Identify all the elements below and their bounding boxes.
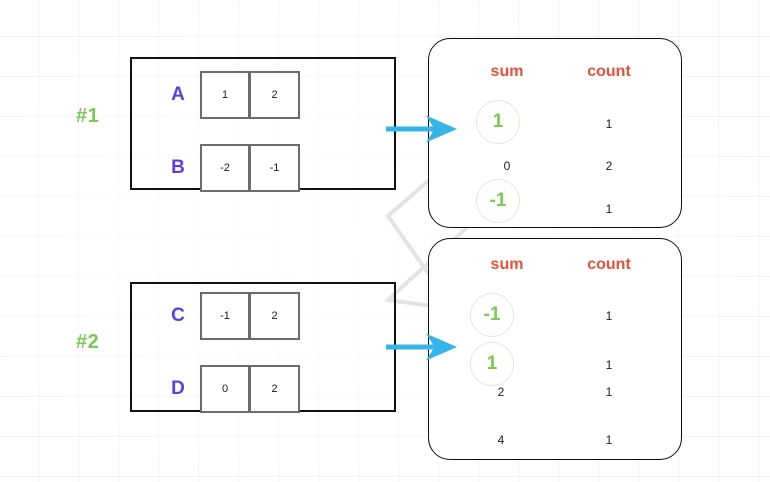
arrows-layer: [386, 115, 457, 361]
